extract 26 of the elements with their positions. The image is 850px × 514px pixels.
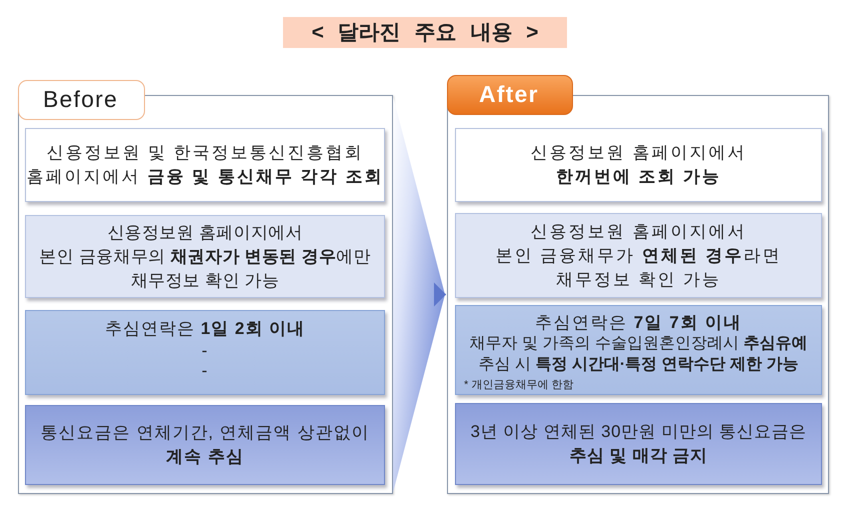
box-text: 추심연락은 7일 7회 이내: [534, 312, 742, 333]
box-text: 신용정보원 홈페이지에서 본인 금융채무의 채권자가 변동된 경우에만 채무정보 확인 가능: [39, 222, 371, 292]
box-text: 신용정보원 및 한국정보통신진흥협회 홈페이지에서 금융 및 통신채무 각각 조회: [26, 142, 384, 188]
page-title: < 달라진 주요 내용 >: [283, 17, 567, 48]
info-box: [455, 213, 822, 298]
box-text: -: [202, 361, 208, 381]
box-text: -: [202, 341, 208, 361]
footnote-text: * 개인금융채무에 한함: [463, 378, 574, 393]
box-text: 추심연락은 1일 2회 이내: [104, 318, 306, 340]
info-box: [25, 215, 385, 298]
box-text: 채무자 및 가족의 수술입원혼인장례시 추심유예: [470, 334, 808, 354]
info-box: [455, 128, 822, 202]
info-box: [25, 310, 385, 395]
box-text: 신용정보원 홈페이지에서 한꺼번에 조회 가능: [530, 142, 746, 188]
info-box: [25, 128, 385, 202]
box-text: 통신요금은 연체기간, 연체금액 상관없이 계속 추심: [40, 422, 370, 468]
info-box: [455, 403, 822, 485]
section-tab: After: [447, 75, 573, 115]
info-box: [25, 405, 385, 485]
box-text: 추심 시 특정 시간대·특정 연락수단 제한 가능: [478, 355, 798, 375]
section-tab: Before: [18, 80, 145, 120]
comparison-panel: [447, 75, 829, 494]
comparison-panel: [18, 80, 393, 494]
info-box: [455, 305, 822, 395]
box-text: 신용정보원 홈페이지에서 본인 금융채무가 연체된 경우라면 채무정보 확인 가능: [495, 220, 782, 290]
box-text: 3년 이상 연체된 30만원 미만의 통신요금은 추심 및 매각 금지: [470, 421, 806, 467]
